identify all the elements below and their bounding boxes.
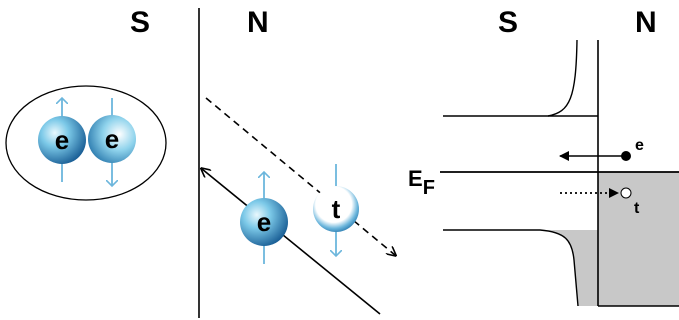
electron-1-label: e [55, 125, 69, 155]
reflected-hole: t [313, 164, 359, 256]
electron-ball [38, 116, 86, 164]
hole-label-right: t [634, 200, 640, 217]
cooper-electron-2: e [88, 98, 136, 186]
reflected-hole-label: t [332, 194, 341, 224]
electron-2-label: e [105, 124, 119, 154]
electron-dot [621, 151, 631, 161]
upper-gap-edge [443, 39, 578, 117]
electron-ball [240, 198, 288, 246]
hole-ball [313, 186, 359, 232]
lower-gap-edge [443, 229, 579, 307]
normal-occupied-region [598, 172, 679, 306]
electron-ball [88, 115, 136, 163]
right-panel: S N EF e t [408, 6, 679, 307]
superconductor-occupied-region [443, 230, 598, 306]
reflected-trajectory [205, 97, 395, 255]
n-label-left: N [247, 6, 269, 39]
cooper-electron-1: e [38, 98, 86, 182]
s-label-left: S [130, 6, 150, 39]
s-label-right: S [498, 6, 518, 39]
electron-label-right: e [635, 137, 644, 154]
incident-electron-label: e [257, 207, 271, 237]
hole-dot [620, 187, 632, 199]
n-label-right: N [635, 6, 657, 39]
fermi-level-label: EF [408, 166, 435, 199]
left-panel: S N e e e t [5, 6, 395, 318]
cooper-pair-ellipse [5, 85, 167, 201]
incident-electron: e [240, 172, 288, 264]
incident-trajectory [202, 169, 381, 315]
